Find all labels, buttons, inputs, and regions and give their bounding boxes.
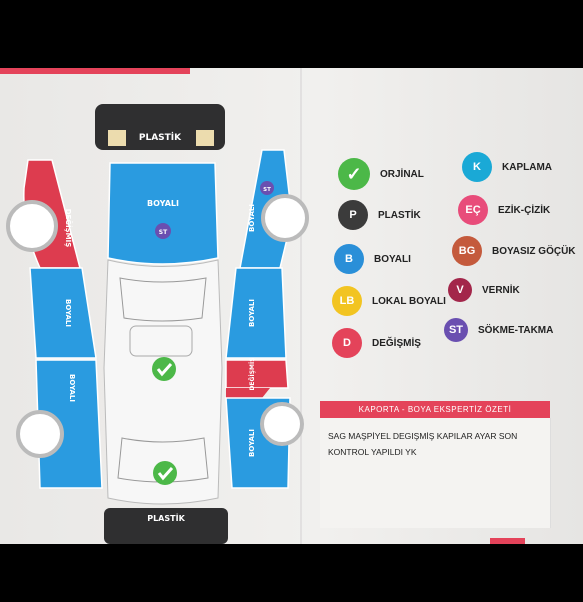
right-front-door-label: BOYALI [248, 299, 256, 327]
right-front-door[interactable]: BOYALI [225, 267, 287, 359]
top-accent-bar [0, 68, 190, 74]
legend-badge: D [332, 328, 362, 358]
expertise-report-paper: PLASTİK BOYALI ST DEĞİŞMİŞ [0, 68, 583, 544]
hood-label: BOYALI [147, 199, 179, 208]
legend-item-degismis: D DEĞİŞMİŞ [332, 328, 421, 358]
right-rear-door-label: BOYALI [248, 429, 256, 457]
legend-badge: K [462, 152, 492, 182]
legend-badge: ST [444, 318, 468, 342]
front-bumper-label: PLASTİK [139, 132, 182, 143]
legend-label: VERNİK [482, 284, 520, 296]
left-rear-wheel [16, 410, 64, 458]
legend-item-orjinal: ✓ ORJİNAL [338, 158, 424, 190]
legend-label: EZİK-ÇİZİK [498, 204, 551, 216]
rear-bumper[interactable]: PLASTİK [104, 508, 228, 544]
legend-label: PLASTİK [378, 209, 421, 221]
legend-badge: EÇ [458, 195, 488, 225]
legend-item-boyali: B BOYALI [334, 244, 411, 274]
legend-label: KAPLAMA [502, 161, 552, 173]
legend-item-vernik: V VERNİK [448, 278, 520, 302]
hood-st-badge [155, 223, 171, 239]
trunk-original-check [153, 461, 177, 485]
bottom-accent-bar [490, 538, 525, 544]
right-front-wheel [261, 194, 309, 242]
legend-label: DEĞİŞMİŞ [372, 337, 421, 349]
legend-badge: LB [332, 286, 362, 316]
left-front-wheel [6, 200, 58, 252]
summary-text: SAG MAŞPİYEL DEGIŞMİŞ KAPILAR AYAR SON K… [328, 431, 518, 457]
legend-label: LOKAL BOYALI [372, 295, 446, 307]
right-fender-label: BOYALI [248, 204, 256, 232]
hood-panel[interactable]: BOYALI ST [107, 162, 219, 265]
legend-badge: BG [452, 236, 482, 266]
car-damage-diagram: PLASTİK BOYALI ST DEĞİŞMİŞ [6, 104, 309, 544]
page-fold [300, 68, 302, 544]
right-rear-wheel [260, 402, 304, 446]
legend-label: ORJİNAL [380, 168, 424, 180]
summary-title: KAPORTA - BOYA EKSPERTİZ ÖZETİ [320, 401, 550, 418]
legend-badge: P [338, 200, 368, 230]
hood-badge-text: ST [159, 229, 168, 236]
right-fender-st-badge [260, 181, 274, 195]
roof-original-check [152, 357, 176, 381]
left-fender-label: DEĞİŞMİŞ [64, 209, 73, 248]
legend-item-boyasiz-gocuk: BG BOYASIZ GÖÇÜK [452, 236, 576, 266]
legend-item-sokme-takma: ST SÖKME-TAKMA [444, 318, 553, 342]
legend-badge: B [334, 244, 364, 274]
legend-label: SÖKME-TAKMA [478, 324, 554, 336]
right-fender-badge-text: ST [263, 187, 271, 193]
summary-box: SAG MAŞPİYEL DEGIŞMİŞ KAPILAR AYAR SON K… [320, 418, 551, 528]
left-rear-door-label: BOYALI [68, 374, 76, 402]
legend-item-plastik: P PLASTİK [338, 200, 421, 230]
legend-label: BOYASIZ GÖÇÜK [492, 245, 576, 257]
left-front-door-label: BOYALI [64, 299, 72, 327]
roof-panel[interactable] [103, 259, 223, 505]
front-bumper[interactable]: PLASTİK [95, 104, 225, 150]
check-icon: ✓ [338, 158, 370, 190]
legend-badge: V [448, 278, 472, 302]
rear-bumper-label: PLASTİK [147, 513, 185, 523]
right-quarter-label: DEĞİŞMİŞ [249, 357, 256, 390]
legend-item-kaplama: K KAPLAMA [462, 152, 552, 182]
legend-item-lokal-boyali: LB LOKAL BOYALI [332, 286, 446, 316]
legend-item-ezik-cizik: EÇ EZİK-ÇİZİK [458, 195, 550, 225]
right-rear-quarter[interactable]: DEĞİŞMİŞ [225, 357, 289, 398]
legend-label: BOYALI [374, 253, 411, 265]
left-front-door[interactable]: BOYALI [29, 267, 97, 359]
